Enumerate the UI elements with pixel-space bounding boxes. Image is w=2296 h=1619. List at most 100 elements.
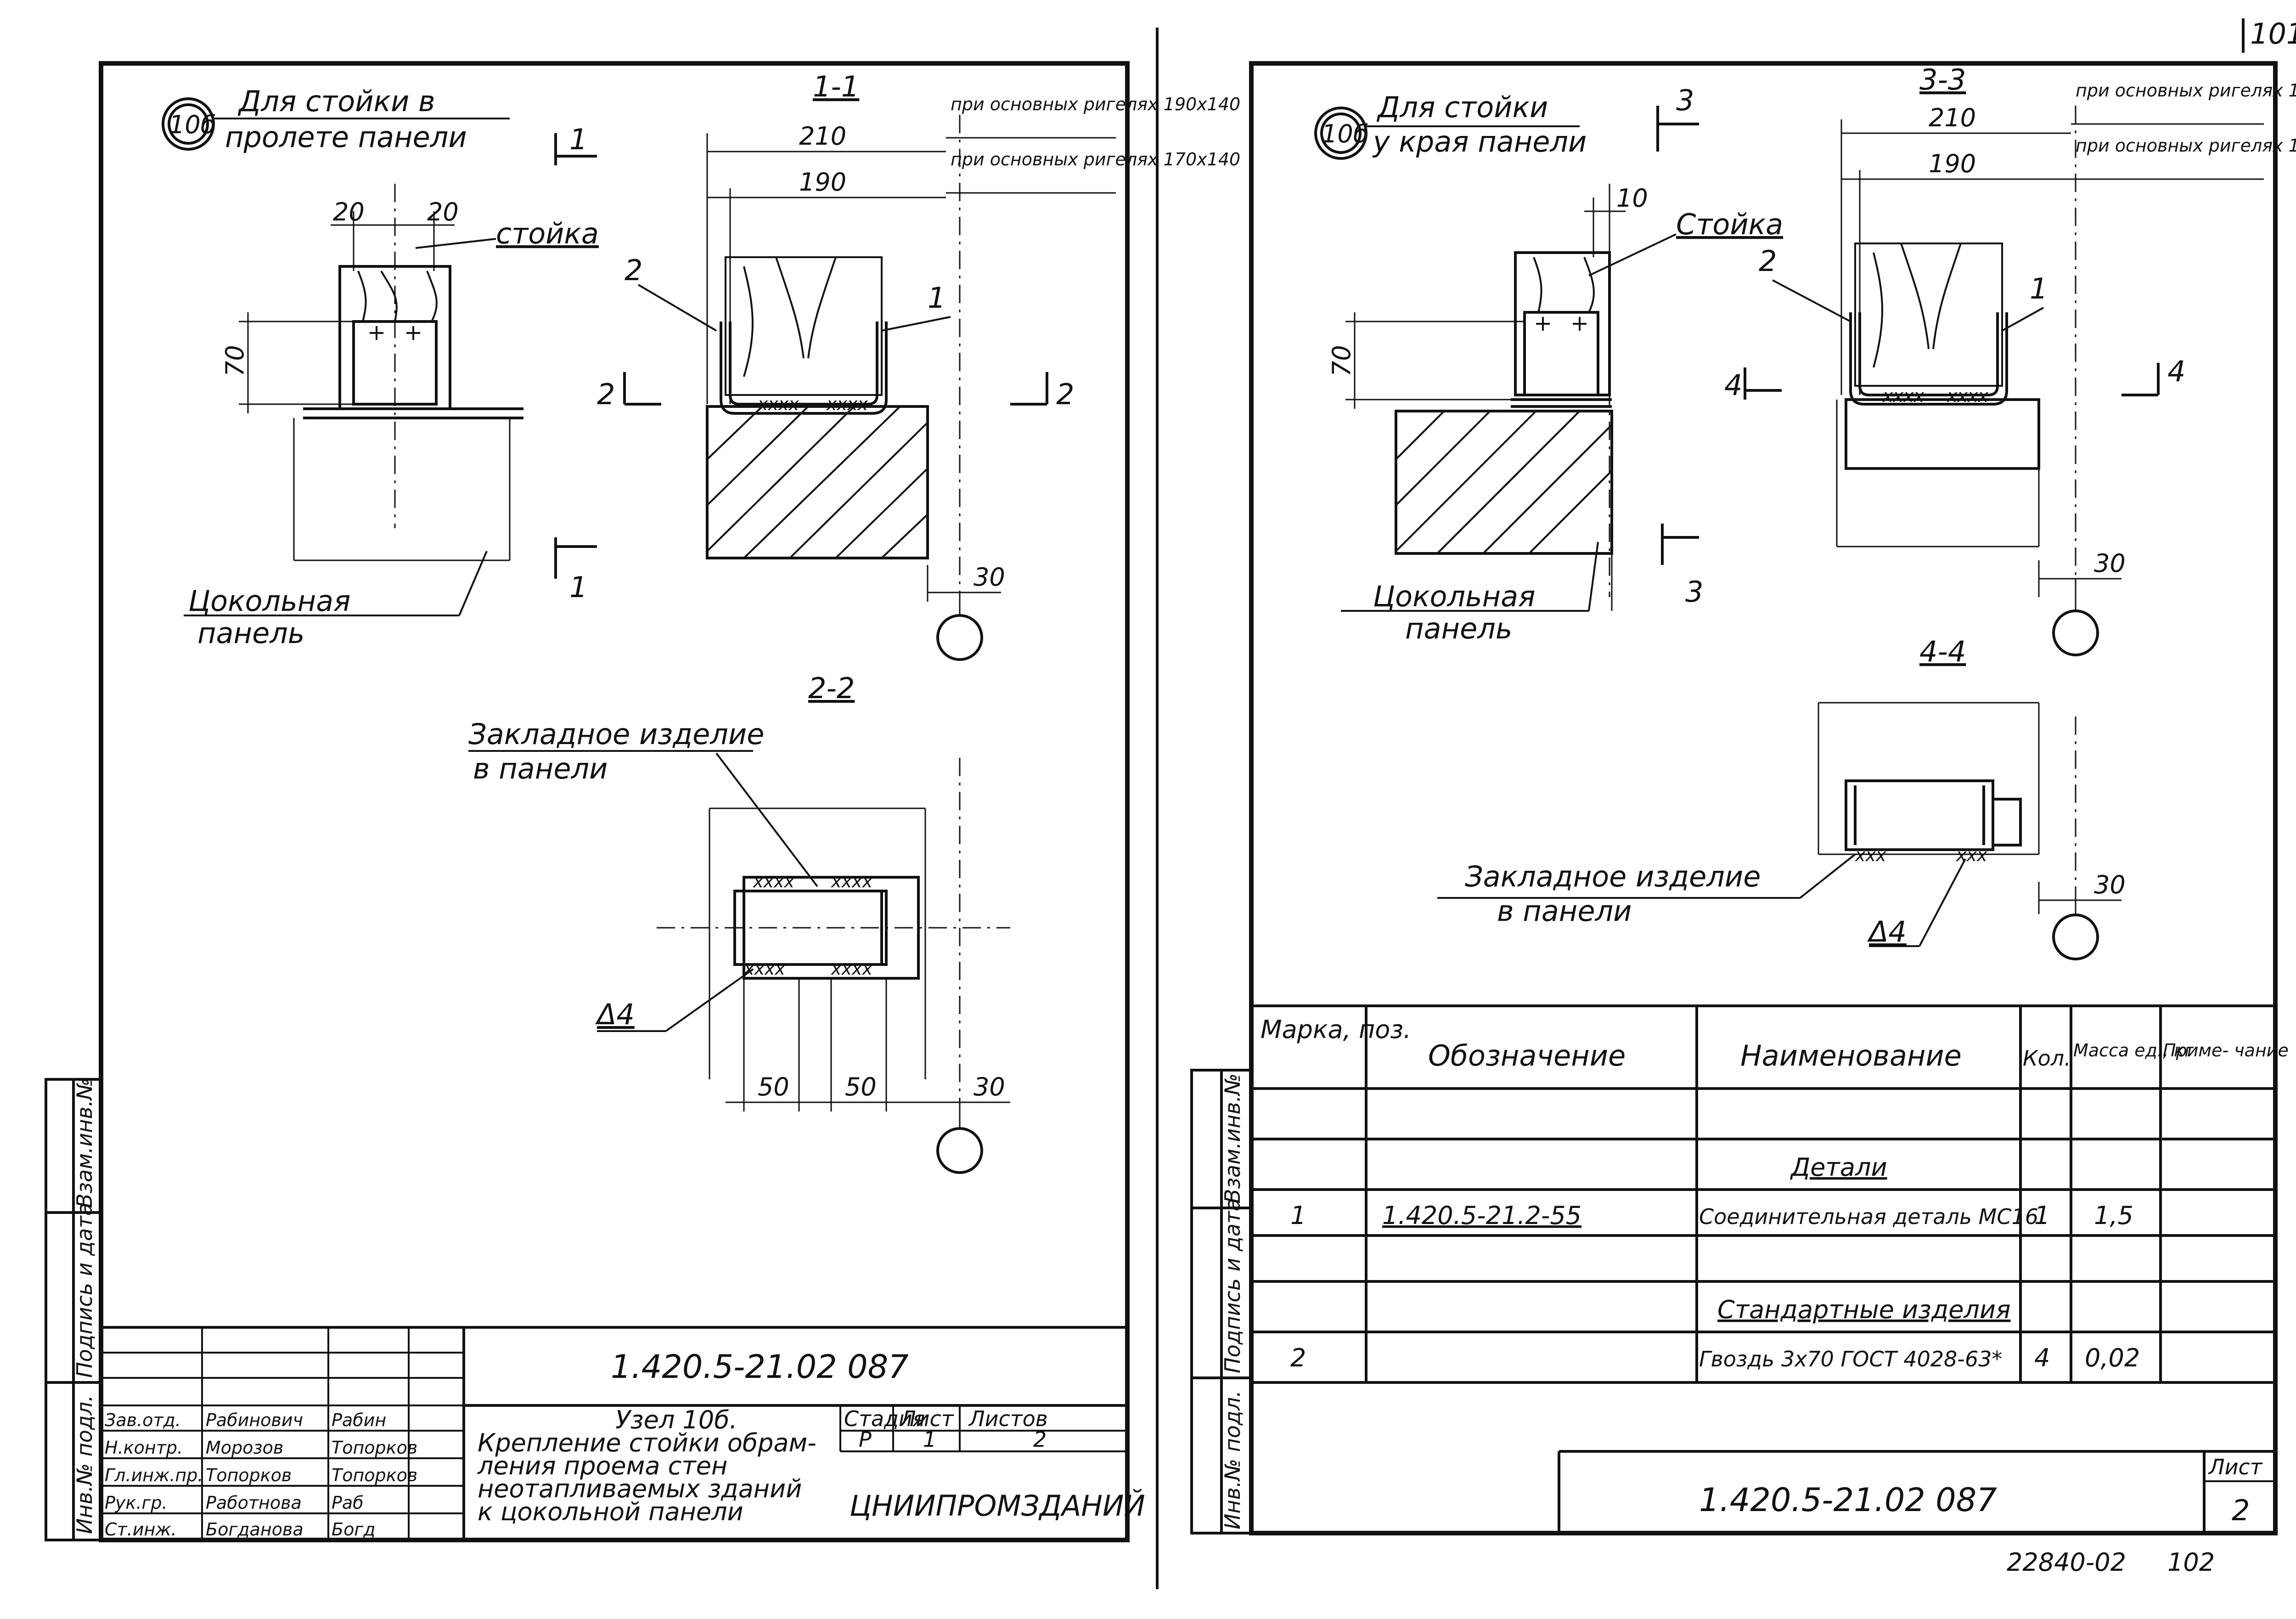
section-3-3: 3-3 210 190 при основных ригелях 190х140… [1759, 63, 2296, 656]
svg-text:Зав.отд.: Зав.отд. [105, 1410, 181, 1430]
svg-text:0,02: 0,02 [2085, 1343, 2140, 1372]
stand-label: стойка [496, 217, 599, 250]
section-1-1: 1-1 210 190 при основных ригелях 190х140… [597, 70, 1240, 661]
svg-text:3: 3 [1676, 84, 1694, 117]
svg-text:2: 2 [1290, 1343, 1306, 1372]
svg-text:190: 190 [799, 168, 846, 197]
svg-text:1: 1 [569, 123, 587, 156]
svg-text:при основных ригелях 170х140: при основных ригелях 170х140 [2076, 135, 2296, 156]
svg-text:Лист: Лист [2208, 1455, 2263, 1479]
plan-view-right: 10 Стойка 70 [1327, 184, 1783, 645]
note-1: при основных ригелях 190х140 [951, 94, 1240, 114]
svg-text:10: 10 [1616, 184, 1648, 213]
svg-text:210: 210 [799, 122, 846, 151]
section-2-2-title: 2-2 [808, 671, 855, 705]
svg-text:20: 20 [427, 197, 459, 226]
svg-text:Соединительная деталь МС16: Соединительная деталь МС16 [1699, 1204, 2038, 1229]
svg-text:50: 50 [758, 1072, 789, 1101]
svg-text:к цокольной панели: к цокольной панели [478, 1497, 743, 1526]
svg-text:Приме- чание: Приме- чание [2163, 1040, 2289, 1061]
svg-text:Работнова: Работнова [206, 1493, 302, 1513]
svg-text:ления проема стен: ления проема стен [477, 1451, 727, 1480]
svg-text:xxx: xxx [1956, 845, 1987, 865]
node-marker: 10б Для стойки в пролете панели [162, 85, 510, 154]
svg-text:190: 190 [1929, 149, 1976, 178]
svg-text:30: 30 [974, 1072, 1005, 1101]
svg-text:хххх: хххх [831, 959, 872, 979]
svg-text:Листов: Листов [968, 1406, 1048, 1431]
svg-text:4: 4 [1724, 368, 1742, 402]
svg-text:20: 20 [333, 197, 365, 226]
svg-text:2: 2 [1759, 244, 1777, 278]
section-1-1-title: 1-1 [813, 70, 859, 103]
svg-text:2: 2 [597, 378, 615, 411]
svg-text:1: 1 [569, 570, 587, 604]
svg-text:2: 2 [1033, 1427, 1047, 1452]
plinth-label-2: панель [197, 616, 304, 650]
svg-text:1: 1 [2030, 272, 2048, 305]
embedded-label-1: Закладное изделие [468, 717, 764, 751]
svg-text:210: 210 [1929, 103, 1976, 132]
svg-text:Стандартные изделия: Стандартные изделия [1717, 1295, 2011, 1324]
svg-text:Крепление стойки обрам-: Крепление стойки обрам- [478, 1428, 816, 1457]
svg-text:xxxx: xxxx [1882, 386, 1924, 406]
svg-text:70: 70 [1327, 345, 1356, 377]
section-2-2: 2-2 Закладное изделие в панели хххх хххх… [468, 671, 1010, 1174]
svg-text:Топорков: Топорков [332, 1438, 417, 1458]
svg-text:1: 1 [928, 281, 945, 315]
stamp-sign-date: Подпись и дата [72, 1203, 97, 1378]
svg-text:30: 30 [2094, 870, 2126, 899]
note-2: при основных ригелях 170х140 [951, 149, 1240, 169]
svg-text:при основных ригелях 190х140: при основных ригелях 190х140 [2076, 80, 2296, 101]
svg-text:Раб: Раб [332, 1493, 364, 1513]
svg-text:в панели: в панели [1497, 894, 1632, 928]
svg-text:Ст.инж.: Ст.инж. [105, 1519, 177, 1540]
section-4-4: 4-4 xxx xxx Закладное изделие в панели Δ… [1437, 635, 2126, 960]
svg-text:4: 4 [2167, 355, 2185, 388]
stamp-replace-inv: Взам.инв.№ [72, 1078, 97, 1208]
svg-text:Богд: Богд [332, 1519, 376, 1540]
svg-text:Подпись и дата: Подпись и дата [1220, 1198, 1245, 1373]
right-footer: 1.420.5-21.02 087 Лист 2 [1558, 1450, 2275, 1533]
svg-text:Взам.инв.№: Взам.инв.№ [1220, 1073, 1245, 1203]
node-caption-1: Для стойки в [237, 85, 435, 118]
svg-text:1.420.5-21.2-55: 1.420.5-21.2-55 [1382, 1201, 1581, 1230]
svg-text:Гл.инж.пр.: Гл.инж.пр. [105, 1465, 203, 1485]
svg-text:Морозов: Морозов [206, 1438, 283, 1458]
left-sheet: Инв.№ подл. Подпись и дата Взам.инв.№ 10… [45, 61, 1240, 1542]
svg-text:Рук.гр.: Рук.гр. [105, 1493, 168, 1513]
svg-text:Δ4: Δ4 [1867, 915, 1907, 948]
svg-text:Наименование: Наименование [1740, 1039, 1962, 1072]
svg-text:70: 70 [220, 345, 249, 377]
svg-text:1: 1 [2034, 1201, 2050, 1230]
svg-text:хххх: хххх [831, 871, 872, 891]
page-number: 101 [2250, 17, 2296, 51]
spec-table: Марка, поз. Обозначение Наименование Кол… [1251, 1004, 2289, 1384]
svg-text:xxx: xxx [1855, 845, 1886, 865]
svg-text:30: 30 [2094, 549, 2126, 578]
svg-text:Детали: Детали [1790, 1153, 1887, 1182]
node-marker-right: 10б Для стойки у края панели 3 [1314, 84, 1699, 160]
svg-text:Масса ед., кг: Масса ед., кг [2073, 1040, 2194, 1061]
svg-text:панель: панель [1405, 612, 1512, 645]
svg-text:2: 2 [625, 254, 642, 287]
svg-text:Лист: Лист [899, 1406, 954, 1431]
embedded-label-2: в панели [473, 752, 608, 785]
svg-text:Гвоздь 3х70 ГОСТ 4028-63*: Гвоздь 3х70 ГОСТ 4028-63* [1699, 1347, 2002, 1371]
svg-text:30: 30 [974, 563, 1005, 592]
left-frame [99, 61, 1130, 1542]
svg-text:Марка, поз.: Марка, поз. [1261, 1015, 1411, 1044]
svg-text:xxxx: xxxx [757, 394, 799, 414]
svg-text:2: 2 [1056, 378, 1074, 411]
svg-text:Узел 10б.: Узел 10б. [615, 1405, 737, 1434]
right-frame [1249, 61, 2278, 1535]
weld-label: Δ4 [595, 998, 635, 1031]
svg-text:Топорков: Топорков [332, 1465, 417, 1485]
svg-text:2: 2 [2232, 1494, 2250, 1527]
right-side-stamp: Инв.№ подл. Подпись и дата Взам.инв.№ [1190, 1069, 1253, 1534]
svg-text:Для стойки: Для стойки [1376, 90, 1548, 124]
svg-text:Рабин: Рабин [332, 1410, 386, 1430]
section-3-3-title: 3-3 [1919, 63, 1966, 96]
svg-text:1,5: 1,5 [2094, 1201, 2133, 1230]
svg-text:Богданова: Богданова [206, 1519, 304, 1540]
